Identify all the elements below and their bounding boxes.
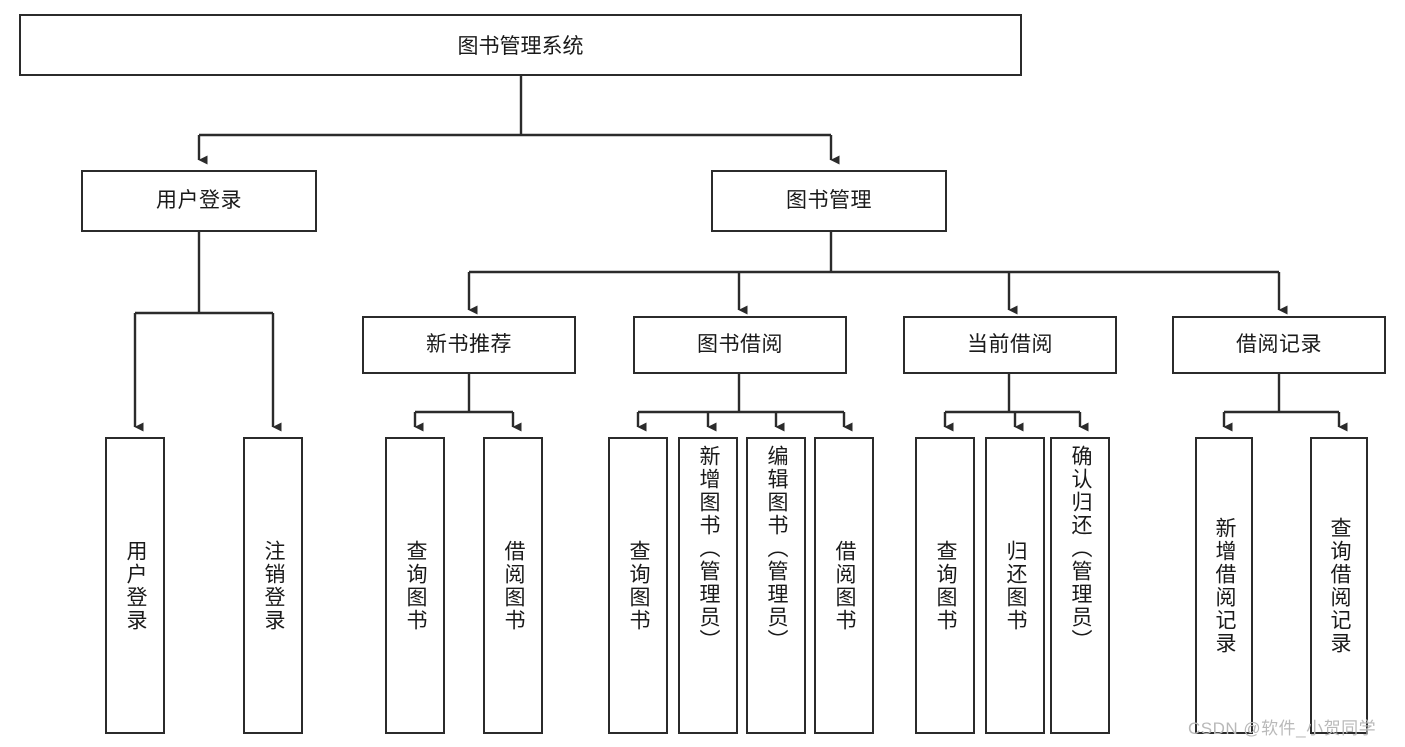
node-label: 借阅图书 xyxy=(502,539,526,632)
node-label: 借阅记录 xyxy=(1236,333,1322,357)
node-label: 用户登录 xyxy=(156,189,242,213)
node-label: 借阅图书 xyxy=(833,539,857,632)
leaf-book-borrow-query[interactable]: 查询图书 xyxy=(608,437,668,734)
watermark: CSDN @软件_小贺同学 xyxy=(1188,719,1377,738)
node-book-management[interactable]: 图书管理 xyxy=(711,170,947,232)
leaf-borrow-record-add[interactable]: 新增借阅记录 xyxy=(1195,437,1253,734)
leaf-user-login-login[interactable]: 用户登录 xyxy=(105,437,165,734)
leaf-borrow-record-query[interactable]: 查询借阅记录 xyxy=(1310,437,1368,734)
node-label: 查询图书 xyxy=(627,539,651,632)
node-borrow-record[interactable]: 借阅记录 xyxy=(1172,316,1386,374)
node-label: 图书借阅 xyxy=(697,333,783,357)
node-label: 归还图书 xyxy=(1004,539,1028,632)
node-label: 编辑图书（管理员） xyxy=(765,445,789,652)
node-current-borrow[interactable]: 当前借阅 xyxy=(903,316,1117,374)
leaf-book-borrow-edit[interactable]: 编辑图书（管理员） xyxy=(746,437,806,734)
leaf-new-book-borrow[interactable]: 借阅图书 xyxy=(483,437,543,734)
leaf-book-borrow-borrow[interactable]: 借阅图书 xyxy=(814,437,874,734)
leaf-current-borrow-confirm-return[interactable]: 确认归还（管理员） xyxy=(1050,437,1110,734)
node-label: 新增图书（管理员） xyxy=(697,445,721,652)
node-label: 新书推荐 xyxy=(426,333,512,357)
leaf-user-login-logout[interactable]: 注销登录 xyxy=(243,437,303,734)
node-label: 图书管理 xyxy=(786,189,872,213)
node-label: 查询借阅记录 xyxy=(1328,516,1352,655)
node-label: 图书管理系统 xyxy=(457,35,584,58)
node-label: 新增借阅记录 xyxy=(1213,516,1237,655)
leaf-current-borrow-query[interactable]: 查询图书 xyxy=(915,437,975,734)
leaf-book-borrow-add[interactable]: 新增图书（管理员） xyxy=(678,437,738,734)
leaf-new-book-query[interactable]: 查询图书 xyxy=(385,437,445,734)
node-new-book-recommend[interactable]: 新书推荐 xyxy=(362,316,576,374)
node-book-borrow[interactable]: 图书借阅 xyxy=(633,316,847,374)
node-label: 查询图书 xyxy=(934,539,958,632)
node-label: 确认归还（管理员） xyxy=(1069,445,1093,652)
node-label: 注销登录 xyxy=(262,539,286,632)
node-label: 当前借阅 xyxy=(967,333,1053,357)
node-label: 用户登录 xyxy=(124,539,148,632)
node-root-book-management-system[interactable]: 图书管理系统 xyxy=(19,14,1022,76)
node-label: 查询图书 xyxy=(404,539,428,632)
node-user-login[interactable]: 用户登录 xyxy=(81,170,317,232)
leaf-current-borrow-return[interactable]: 归还图书 xyxy=(985,437,1045,734)
